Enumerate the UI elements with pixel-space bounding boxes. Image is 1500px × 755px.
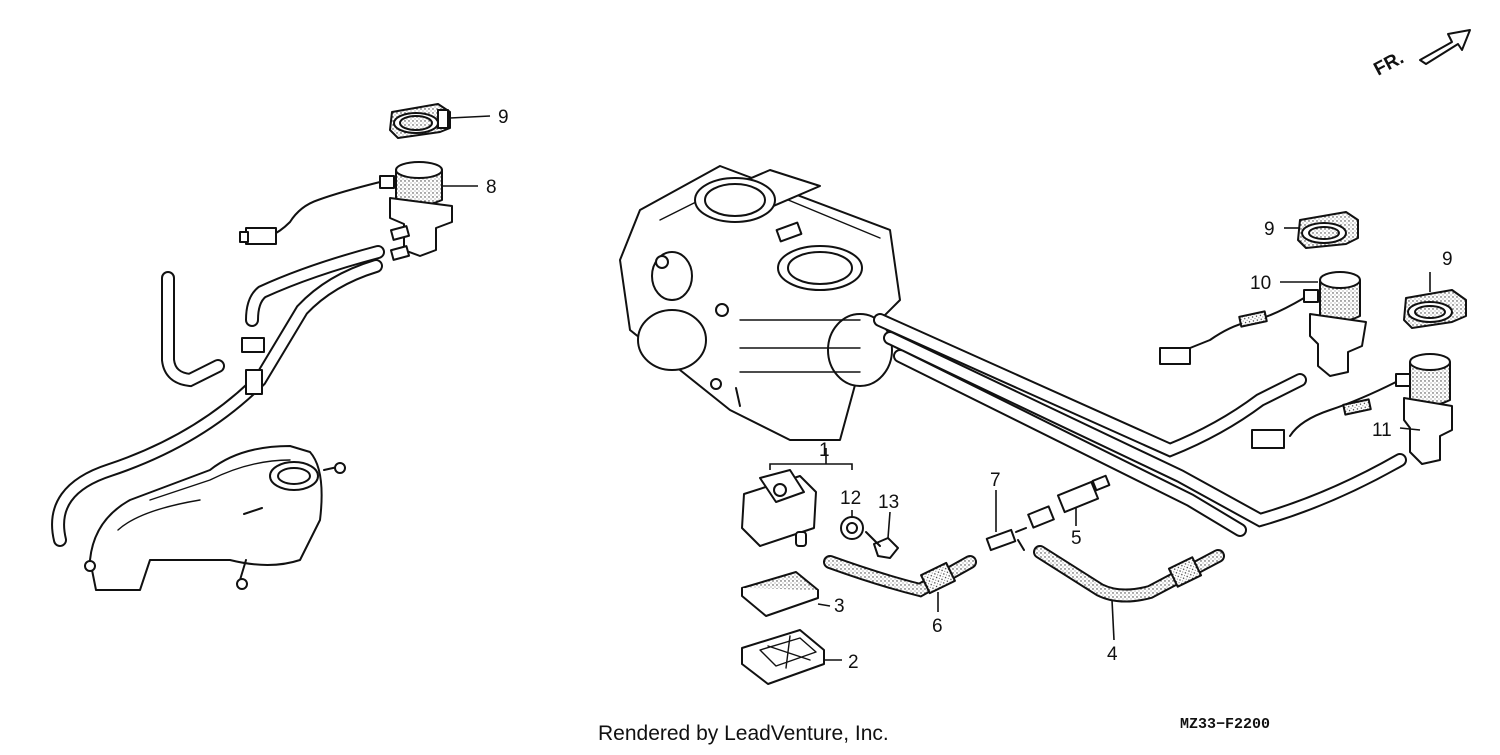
connector-8 [245, 227, 277, 245]
front-arrow-icon [1419, 29, 1471, 65]
callout-labels: 1 2 3 4 5 6 7 8 9 9 9 10 11 12 13 [486, 107, 1453, 673]
connector-10 [1159, 347, 1191, 365]
t-joint-left [241, 337, 265, 353]
callout-4: 4 [1107, 644, 1118, 665]
solenoid-valve-8 [239, 161, 453, 261]
callout-7: 7 [990, 470, 1001, 491]
control-valve-1 [741, 469, 817, 547]
tube-4 [1033, 545, 1225, 603]
front-direction-label: FR. [1370, 48, 1407, 81]
footer-credit: Rendered by LeadVenture, Inc. [598, 722, 889, 745]
callout-11: 11 [1372, 420, 1392, 441]
holder-2 [741, 629, 825, 685]
callout-9-right-upper: 9 [1264, 219, 1275, 240]
solenoid-valve-10 [1159, 271, 1367, 377]
left-vacuum-hoses [51, 245, 385, 547]
callout-3: 3 [834, 596, 845, 617]
left-intake-manifold [84, 445, 346, 591]
connector-11 [1251, 429, 1285, 449]
diagram-code: MZ33−F2200 [1180, 716, 1270, 733]
callout-12: 12 [840, 488, 861, 509]
tube-6 [823, 555, 977, 598]
throttle-body-assembly [619, 165, 901, 441]
callout-10: 10 [1250, 273, 1271, 294]
bolt-13 [865, 531, 899, 559]
clamp-9-left [389, 103, 451, 139]
callout-5: 5 [1071, 528, 1082, 549]
nut-12 [840, 516, 864, 540]
callout-13: 13 [878, 492, 899, 513]
front-direction-arrow: FR. [1370, 29, 1471, 81]
callout-1: 1 [819, 440, 830, 461]
callout-9-left: 9 [498, 107, 509, 128]
left-assembly [51, 103, 453, 591]
solenoid-valve-11 [1251, 353, 1453, 465]
callout-2: 2 [848, 652, 859, 673]
leader-lines [442, 115, 1431, 661]
callout-9-right-lower: 9 [1442, 249, 1453, 270]
callout-8: 8 [486, 177, 497, 198]
filter-5 [1027, 474, 1111, 529]
clamp-9-right-lower [1403, 289, 1467, 329]
pad-3 [741, 571, 819, 617]
right-vacuum-hoses [873, 313, 1407, 537]
joint-7 [985, 527, 1027, 552]
clamp-9-right-upper [1297, 211, 1359, 249]
joint-left [245, 369, 263, 395]
callout-6: 6 [932, 616, 943, 637]
